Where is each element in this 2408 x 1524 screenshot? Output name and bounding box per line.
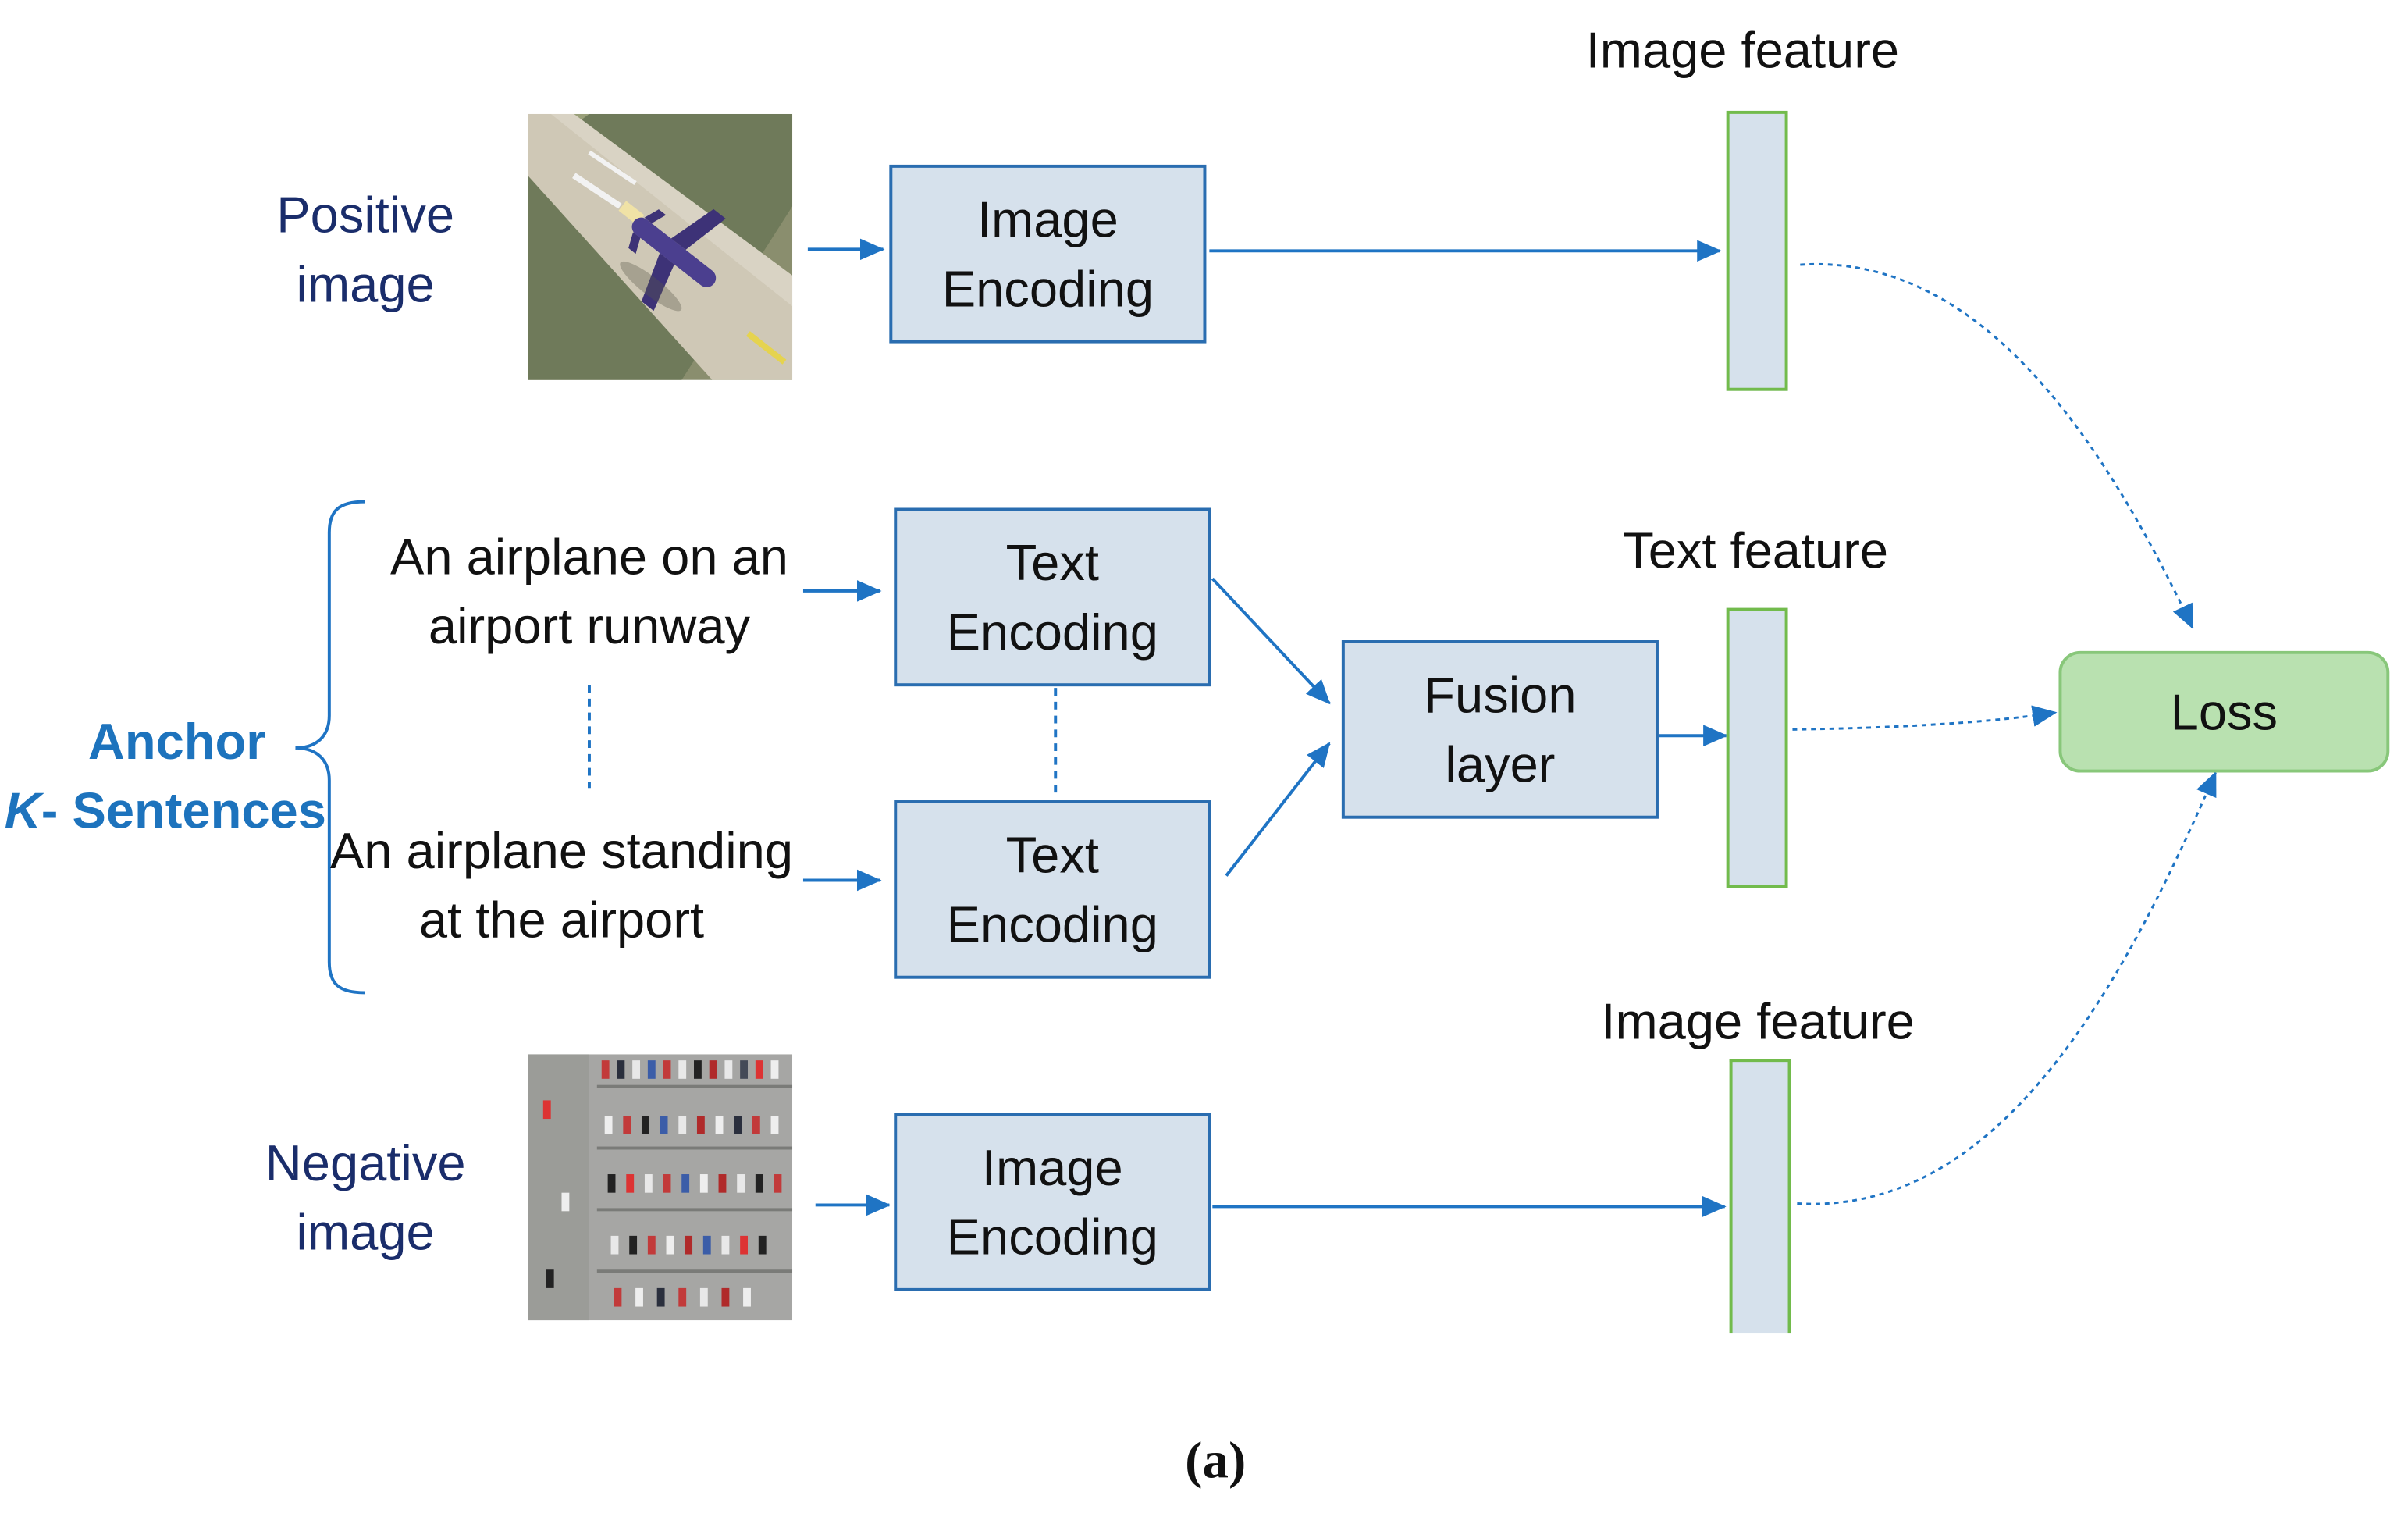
anchor-brace	[295, 500, 365, 995]
image-feature-bottom-bar	[1729, 1059, 1791, 1334]
image-encoding-bottom-line1: Image	[981, 1138, 1123, 1196]
fusion-layer-box: Fusion layer	[1341, 640, 1659, 819]
positive-image-label-line2: image	[296, 255, 435, 313]
negative-image-label-line1: Negative	[265, 1134, 466, 1191]
text-feature-bar	[1726, 607, 1788, 888]
loss-box: Loss	[2058, 650, 2390, 773]
figure-caption: (a)	[1185, 1433, 1247, 1490]
arrow-text-encoding2-to-fusion	[1225, 742, 1331, 877]
positive-image-label: Positive image	[231, 180, 500, 319]
fusion-layer-line2: layer	[1445, 735, 1556, 793]
image-feature-top-label: Image feature	[1585, 21, 1900, 79]
sentence-1: An airplane on an airport runway	[366, 522, 813, 660]
text-encoding-2-box: Text Encoding	[894, 800, 1211, 979]
sentence-1-line2: airport runway	[428, 596, 751, 654]
anchor-label: Anchor K- Sentences	[0, 707, 354, 845]
anchor-k: K	[4, 782, 41, 839]
image-feature-top-bar	[1726, 110, 1788, 391]
negative-photo	[528, 1054, 793, 1321]
negative-image-label: Negative image	[231, 1128, 500, 1266]
anchor-label-line1: Anchor	[87, 712, 266, 770]
image-encoding-top-line1: Image	[976, 190, 1119, 248]
positive-photo	[528, 113, 793, 380]
text-encoding-1-box: Text Encoding	[894, 507, 1211, 687]
text-feature-label: Text feature	[1623, 522, 1889, 579]
image-encoding-bottom-line2: Encoding	[946, 1208, 1158, 1266]
positive-image-label-line1: Positive	[276, 186, 455, 244]
sentence-1-line1: An airplane on an	[389, 528, 788, 586]
sentence-2-line1: An airplane standing	[329, 821, 794, 879]
dotted-curve-top-to-loss	[1800, 262, 2194, 630]
image-feature-bottom-label: Image feature	[1601, 992, 1915, 1050]
negative-image-label-line2: image	[296, 1203, 435, 1261]
image-encoding-bottom-box: Image Encoding	[894, 1113, 1211, 1291]
anchor-sentences: - Sentences	[41, 782, 326, 839]
text-encoding-2-line2: Encoding	[946, 896, 1158, 953]
dotted-line-text-to-loss	[1792, 705, 2058, 731]
text-encoding-1-line1: Text	[1005, 534, 1099, 591]
sentence-2-line2: at the airport	[418, 891, 705, 949]
sentence-2: An airplane standing at the airport	[315, 816, 808, 954]
fusion-layer-line1: Fusion	[1424, 666, 1577, 724]
arrow-text-encoding1-to-fusion	[1211, 577, 1331, 705]
text-encoding-2-line1: Text	[1005, 826, 1099, 884]
loss-label: Loss	[2170, 682, 2278, 740]
anchor-label-line2: K- Sentences	[0, 775, 354, 845]
image-encoding-top-box: Image Encoding	[889, 164, 1207, 344]
dotted-curve-bottom-to-loss	[1797, 771, 2217, 1205]
text-encoding-1-line2: Encoding	[946, 603, 1158, 661]
image-encoding-top-line2: Encoding	[941, 260, 1154, 318]
